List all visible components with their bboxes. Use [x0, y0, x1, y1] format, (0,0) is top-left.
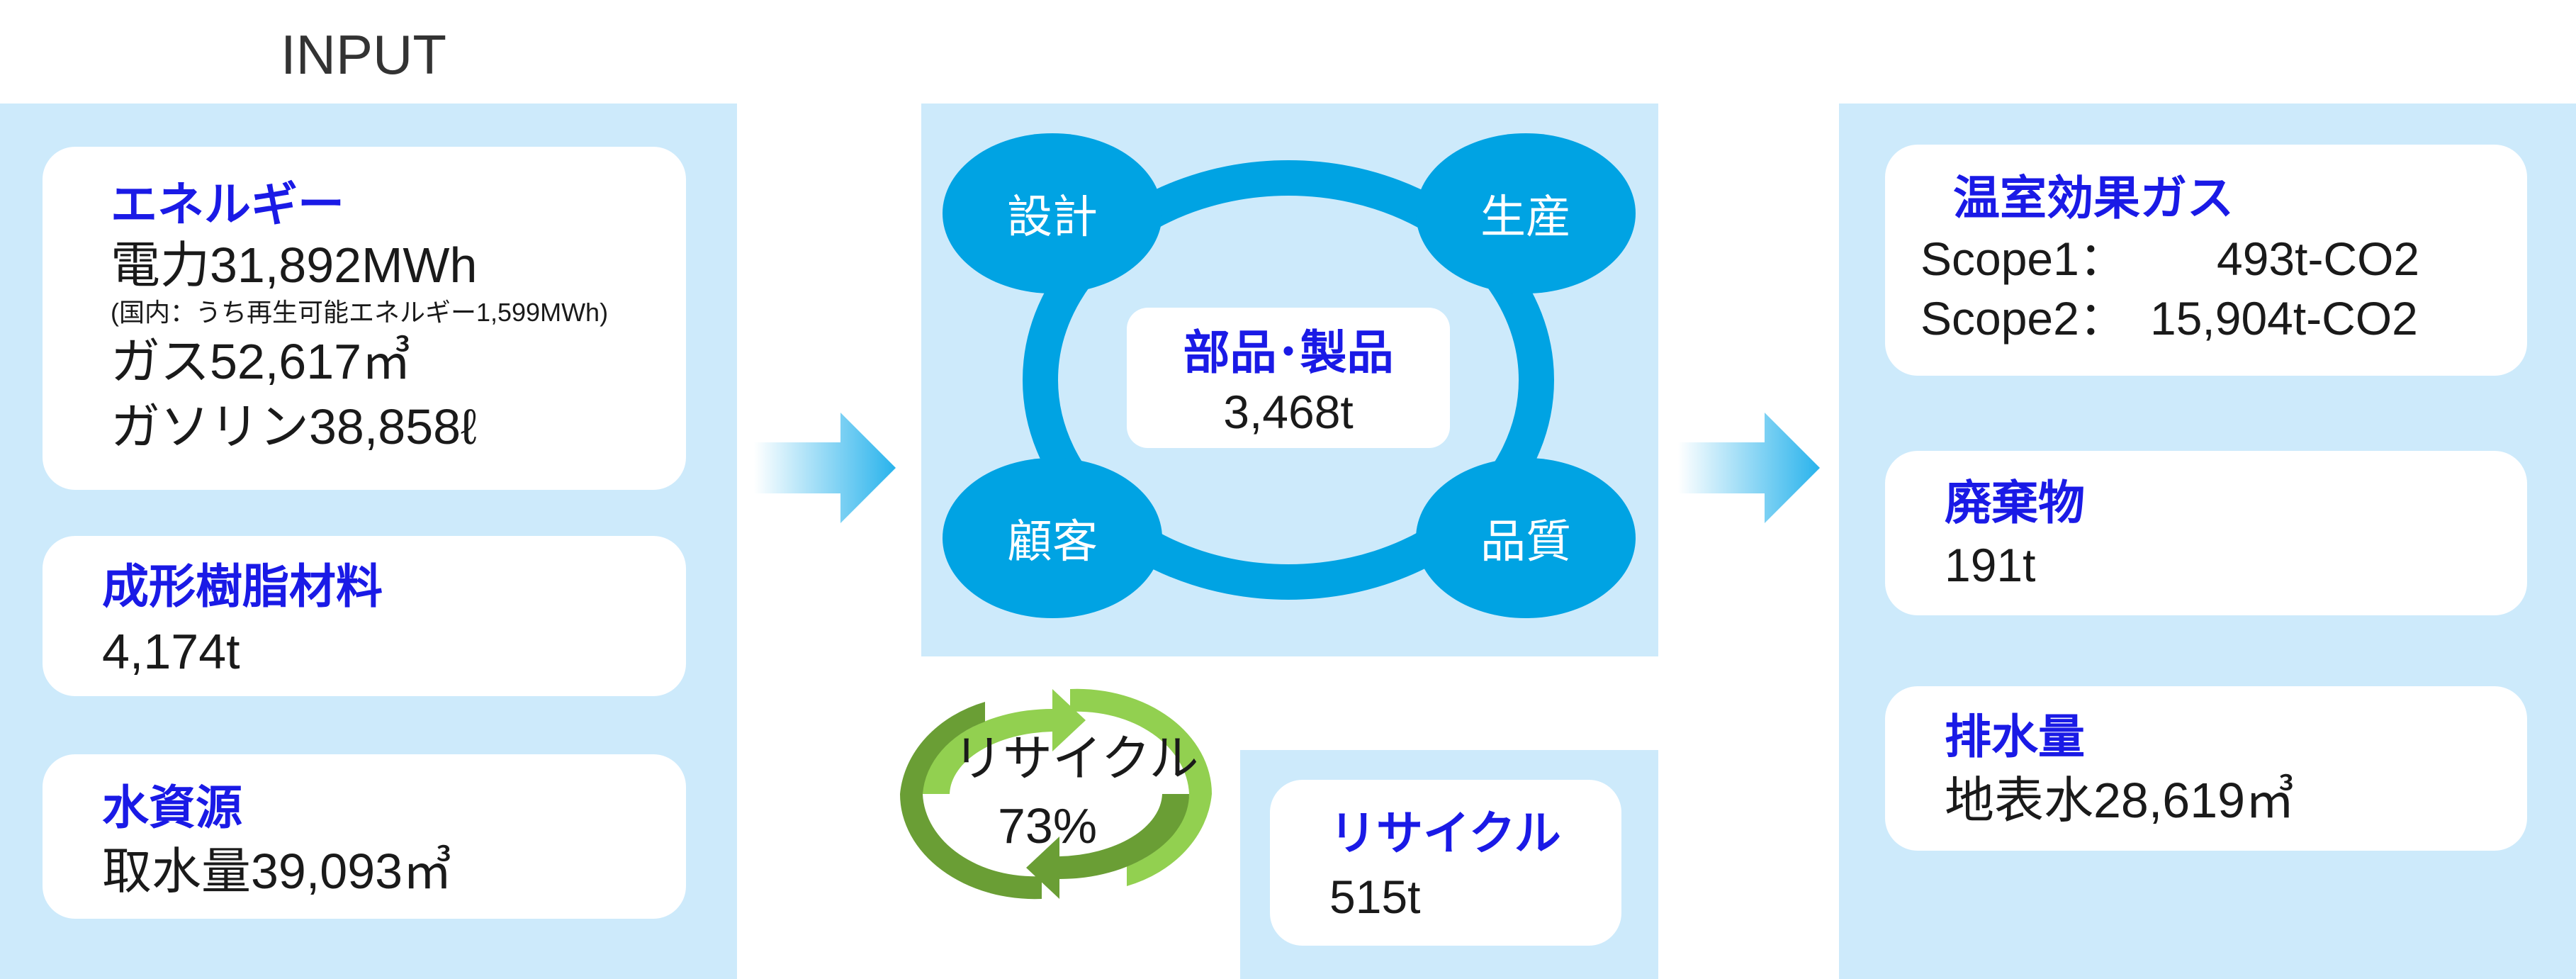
- water-value: 取水量39,093㎥: [102, 844, 453, 899]
- energy-title: エネルギー: [111, 178, 344, 230]
- flow-arrow-icon: [1678, 413, 1820, 523]
- scope1-label: Scope1：: [1920, 233, 2126, 285]
- process-node-quality: 品質: [1416, 458, 1636, 618]
- waste-card: 廃棄物 191t: [1885, 451, 2527, 615]
- resin-card: 成形樹脂材料 4,174t: [43, 536, 686, 696]
- recycle-cycle-label: リサイクル: [953, 731, 1199, 786]
- input-heading: INPUT: [281, 23, 446, 86]
- resin-title: 成形樹脂材料: [102, 560, 383, 612]
- scope2-value: 15,904t-CO2: [2150, 292, 2418, 345]
- scope2-label: Scope2：: [1920, 292, 2126, 345]
- energy-card: エネルギー 電力31,892MWh (国内：うち再生可能エネルギー1,599MW…: [43, 147, 686, 490]
- process-node-customer: 顧客: [943, 458, 1162, 618]
- flow-arrow-icon: [754, 413, 896, 523]
- wastewater-value: 地表水28,619㎥: [1945, 773, 2295, 828]
- recycle-value: 515t: [1329, 871, 1421, 923]
- process-ring: [1023, 160, 1554, 600]
- recycle-cycle-rate: 73%: [998, 798, 1098, 854]
- product-card: 部品･製品 3,468t: [1127, 308, 1450, 448]
- waste-value: 191t: [1945, 539, 2036, 591]
- recycle-card: リサイクル 515t: [1270, 780, 1621, 946]
- product-value: 3,468t: [1223, 386, 1354, 438]
- renewable-note: (国内：うち再生可能エネルギー1,599MWh): [111, 298, 609, 327]
- electricity-value: 電力31,892MWh: [111, 237, 478, 293]
- input-panel: エネルギー 電力31,892MWh (国内：うち再生可能エネルギー1,599MW…: [0, 104, 737, 979]
- waste-title: 廃棄物: [1945, 476, 2085, 529]
- wastewater-card: 排水量 地表水28,619㎥: [1885, 686, 2527, 851]
- ghg-card: 温室効果ガス Scope1： 493t-CO2 Scope2： 15,904t-…: [1885, 145, 2527, 376]
- gasoline-value: ガソリン38,858ℓ: [111, 399, 477, 454]
- recycle-cycle-icon: [900, 688, 1213, 900]
- product-title: 部品･製品: [1183, 326, 1394, 379]
- water-title: 水資源: [102, 781, 242, 834]
- gas-value: ガス52,617㎥: [111, 334, 412, 389]
- ghg-title: 温室効果ガス: [1953, 172, 2234, 224]
- process-node-design: 設計: [943, 133, 1162, 293]
- recycle-title: リサイクル: [1329, 807, 1561, 859]
- wastewater-title: 排水量: [1945, 710, 2085, 763]
- output-panel: 温室効果ガス Scope1： 493t-CO2 Scope2： 15,904t-…: [1839, 104, 2576, 979]
- resin-value: 4,174t: [102, 624, 240, 679]
- process-node-production: 生産: [1416, 133, 1636, 293]
- water-card: 水資源 取水量39,093㎥: [43, 754, 686, 919]
- recycle-panel: リサイクル 515t: [1240, 750, 1658, 979]
- process-panel: 設計 生産 顧客 品質 部品･製品 3,468t: [921, 104, 1658, 656]
- scope1-value: 493t-CO2: [2217, 233, 2420, 285]
